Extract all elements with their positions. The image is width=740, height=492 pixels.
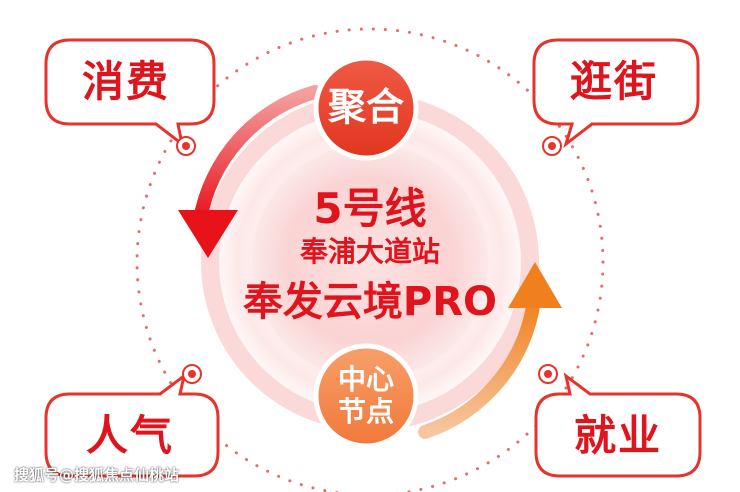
top-circle	[313, 55, 419, 161]
watermark: 搜狐号@搜狐焦点仙桃站	[14, 466, 180, 484]
center-line-3: 奉发云境PRO	[242, 279, 498, 325]
bubble-label-bottom-left: 人气	[86, 411, 175, 460]
bubble-top-left	[44, 38, 216, 148]
center-line-2: 奉浦大道站	[299, 235, 440, 268]
left-cycle-arrow	[193, 85, 322, 227]
bubble-label-top-left: 消费	[82, 57, 171, 106]
right-cycle-arrow	[418, 293, 541, 439]
bottom-circle-label-line2: 节点	[337, 395, 394, 428]
center-line-1: 5号线	[313, 184, 427, 233]
bubble-top-right	[532, 38, 700, 149]
dotted-outer-ring	[135, 27, 605, 492]
target-dot-top-right	[542, 136, 562, 156]
bottom-circle-label-line1: 中心	[337, 363, 394, 396]
target-dot-bottom-left	[182, 364, 202, 384]
target-dot-bottom-right	[538, 364, 558, 384]
top-circle-label: 聚合	[327, 85, 404, 129]
bubble-label-top-right: 逛街	[570, 57, 659, 106]
target-dot-top-left	[176, 136, 196, 156]
bubble-bottom-left	[44, 372, 220, 478]
bottom-circle	[313, 343, 419, 449]
bubble-bottom-right	[534, 372, 702, 478]
left-arrow-head	[178, 210, 238, 258]
core-circle	[252, 144, 488, 380]
bubble-label-bottom-right: 就业	[574, 411, 663, 460]
right-arrow-head	[508, 262, 562, 308]
